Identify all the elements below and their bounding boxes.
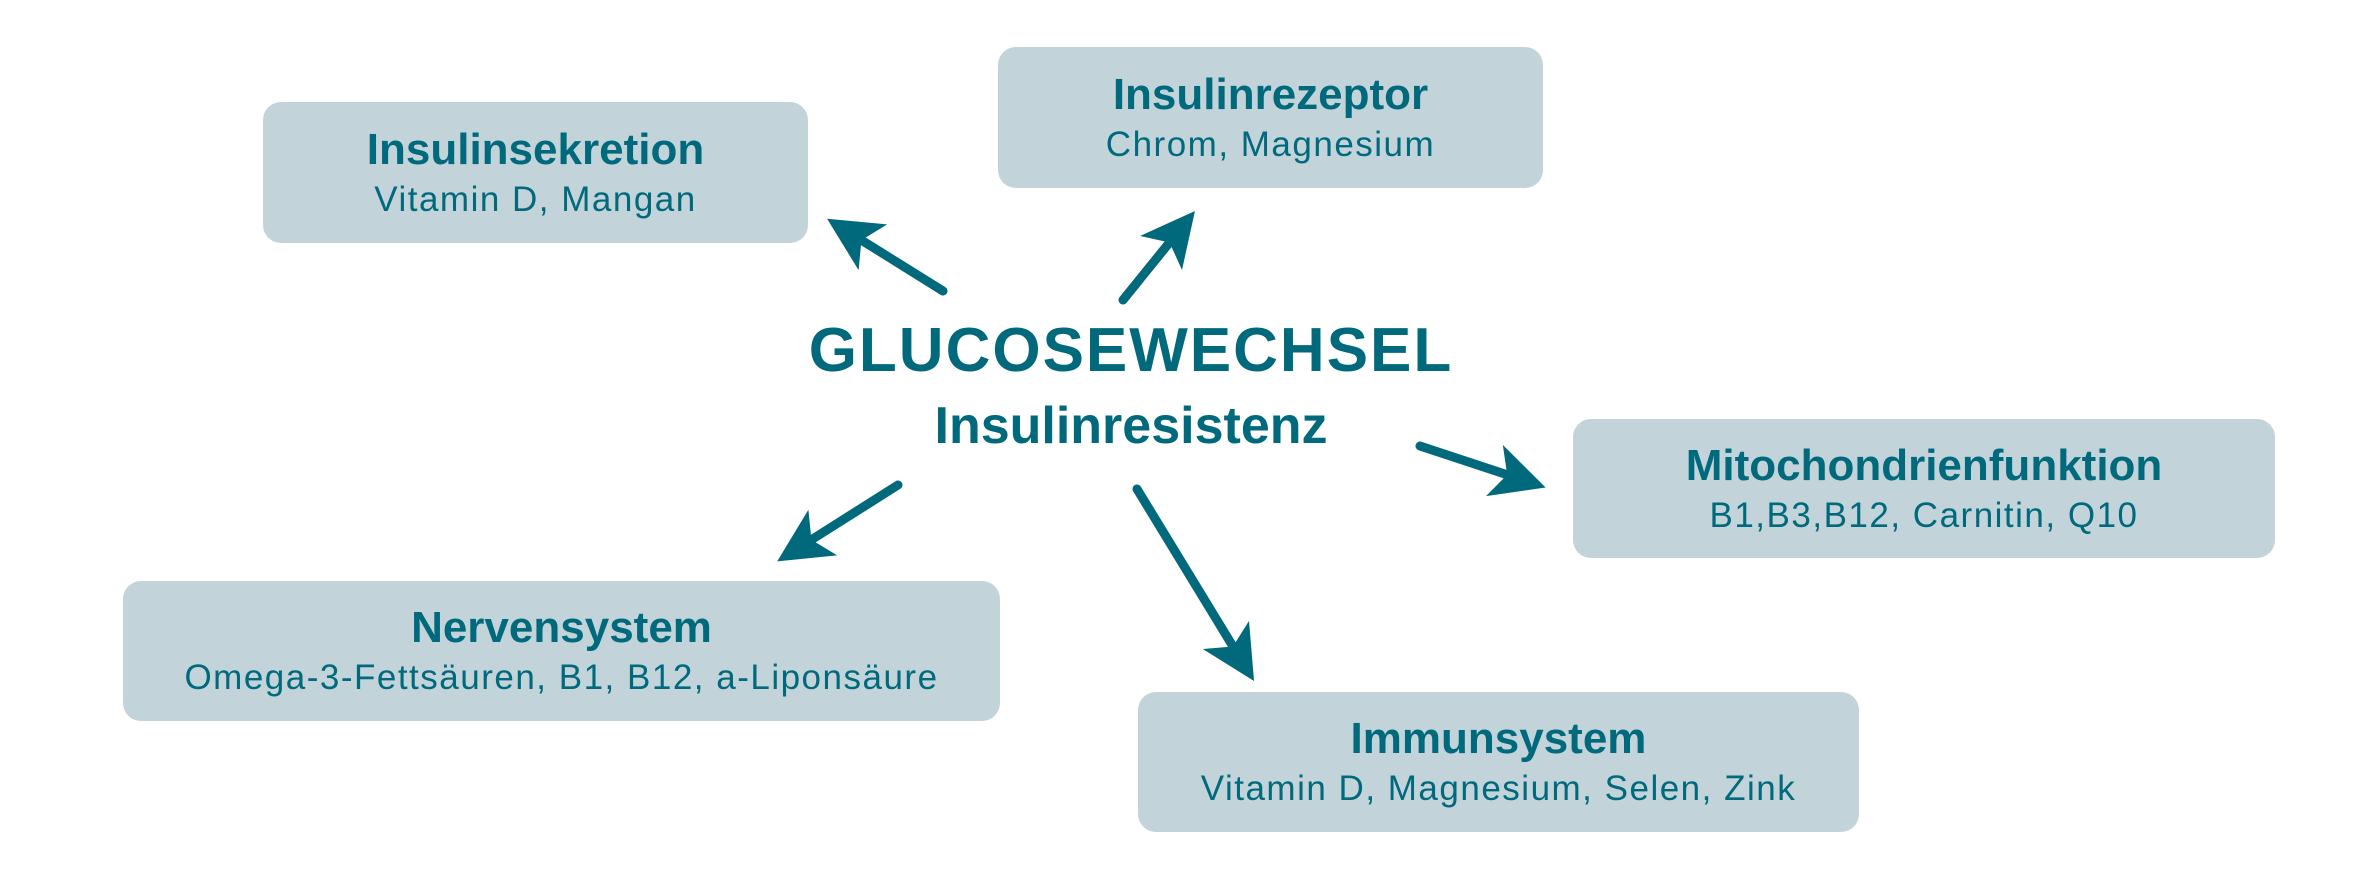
node-title: Nervensystem	[411, 603, 712, 652]
node-nutrients: Chrom, Magnesium	[1105, 124, 1436, 164]
node-immunsystem: Immunsystem Vitamin D, Magnesium, Selen,…	[1138, 692, 1859, 832]
node-nervensystem: Nervensystem Omega-3-Fettsäuren, B1, B12…	[123, 581, 1000, 721]
node-insulinrezeptor: Insulinrezeptor Chrom, Magnesium	[998, 47, 1543, 188]
arrow-to-insulinrezeptor	[1118, 211, 1195, 305]
arrow-to-insulinsekretion	[827, 218, 948, 296]
node-nutrients: Vitamin D, Mangan	[374, 179, 697, 219]
node-title: Mitochondrienfunktion	[1685, 440, 2163, 490]
arrow-to-mitochondrienfunktion	[1415, 441, 1546, 497]
node-nutrients: Omega-3-Fettsäuren, B1, B12, a-Liponsäur…	[184, 658, 939, 697]
arrow-to-immunsystem	[1132, 484, 1255, 682]
center-subtitle: Insulinresistenz	[934, 397, 1328, 455]
node-title: Insulinrezeptor	[1112, 69, 1429, 119]
center-title: GLUCOSEWECHSEL	[808, 316, 1454, 385]
arrow-to-nervensystem	[777, 480, 903, 562]
node-mitochondrienfunktion: Mitochondrienfunktion B1,B3,B12, Carniti…	[1573, 419, 2275, 558]
node-title: Immunsystem	[1350, 714, 1647, 763]
node-nutrients: Vitamin D, Magnesium, Selen, Zink	[1200, 769, 1797, 808]
node-nutrients: B1,B3,B12, Carnitin, Q10	[1709, 495, 2139, 535]
node-title: Insulinsekretion	[366, 124, 705, 174]
node-insulinsekretion: Insulinsekretion Vitamin D, Mangan	[263, 102, 808, 243]
